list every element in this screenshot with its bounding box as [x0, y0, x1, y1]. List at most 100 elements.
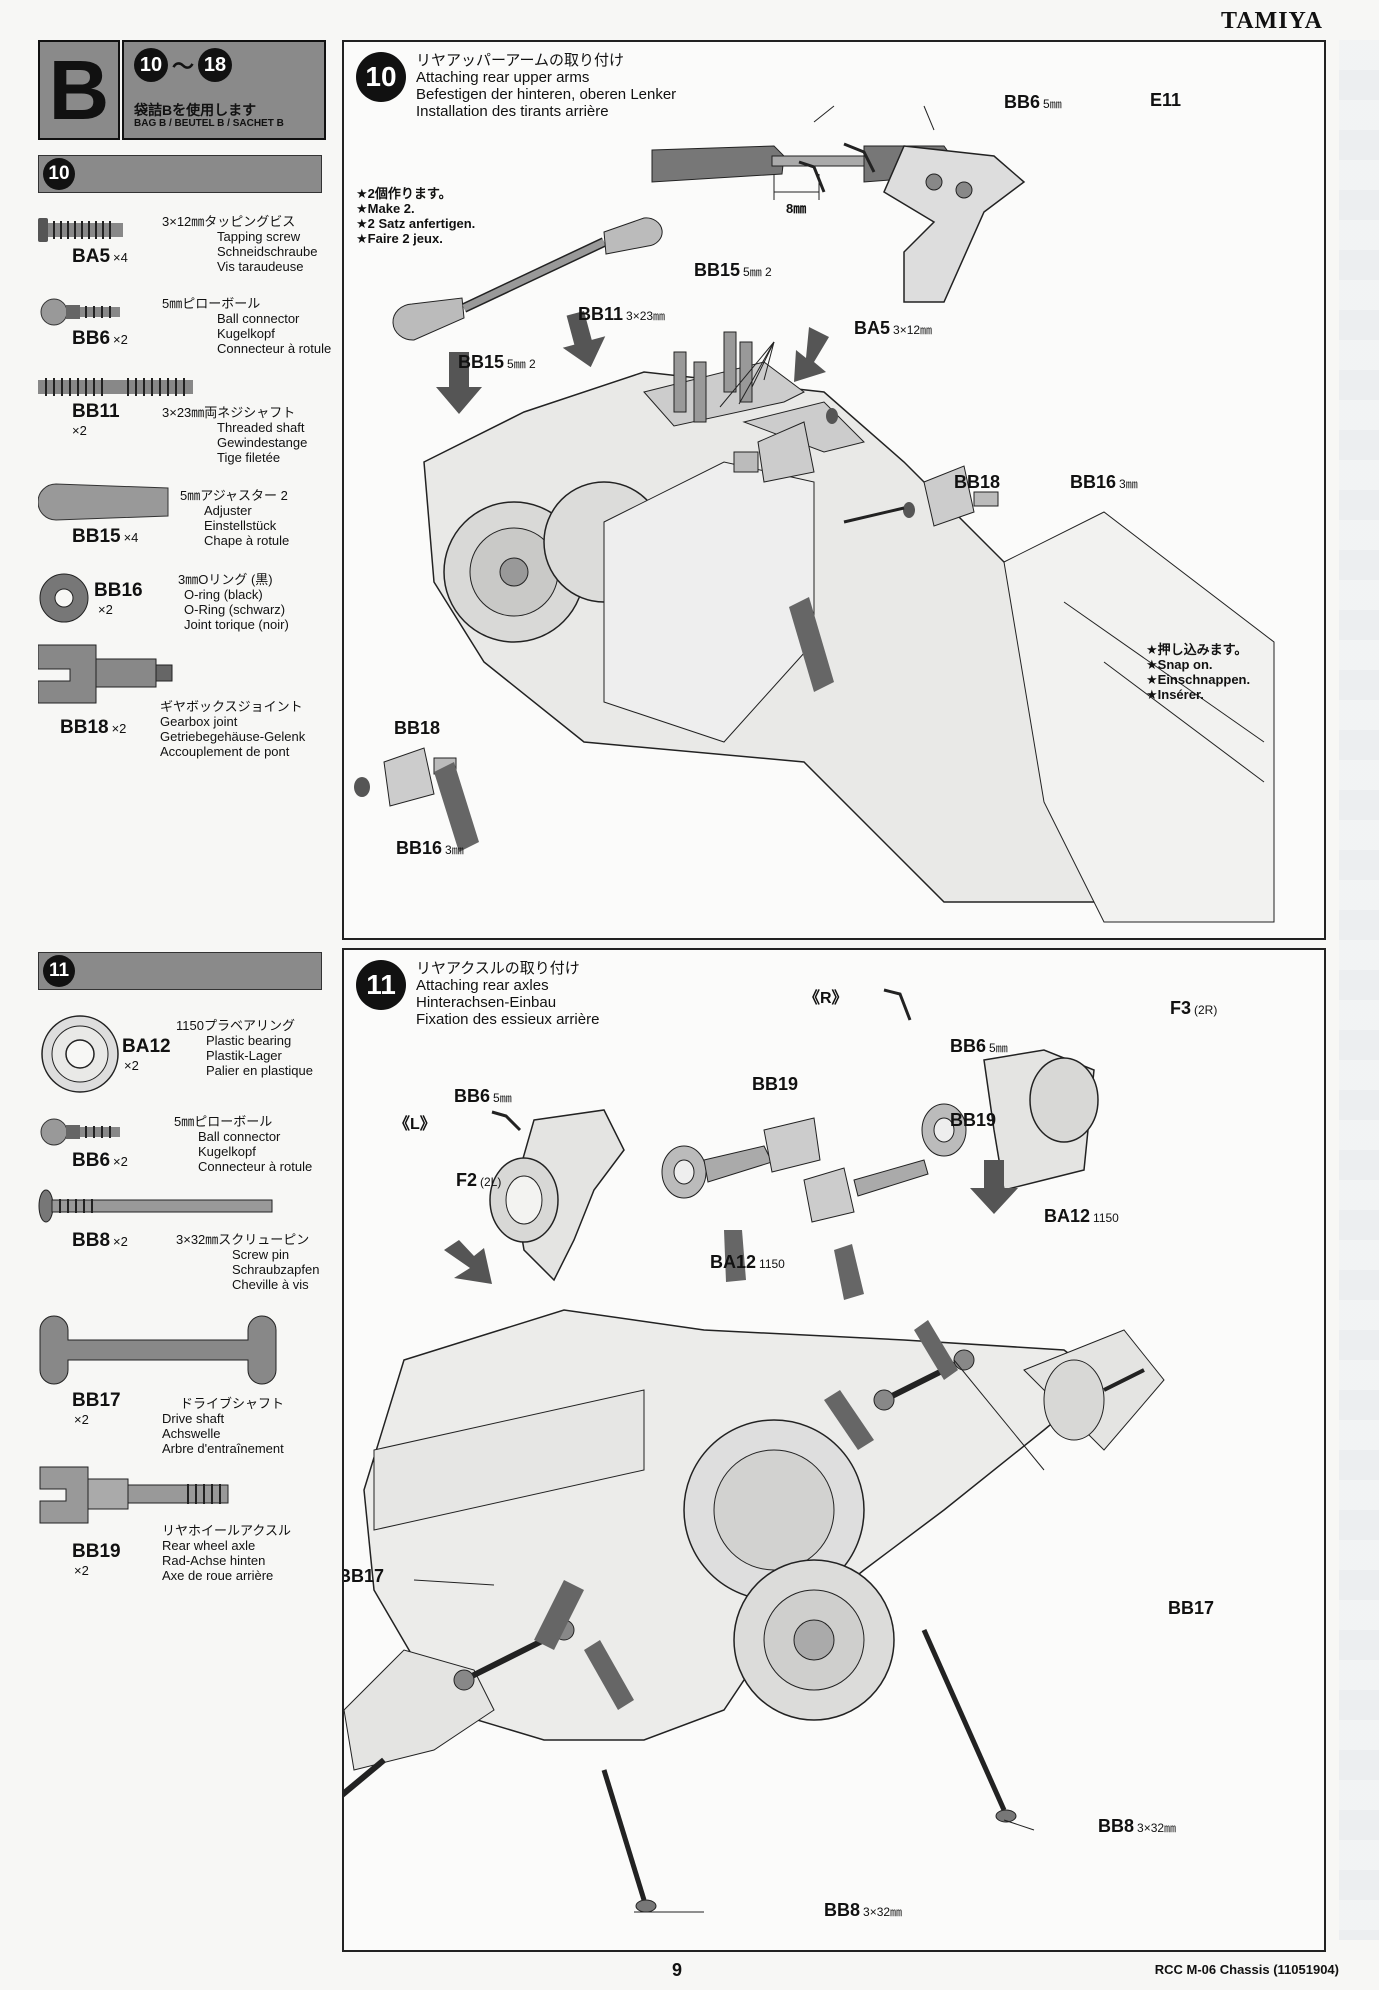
desc-jp: 3×12㎜タッピングビス [162, 214, 296, 229]
step-10-illustration [354, 105, 1275, 923]
label-bb18-right: BB18 [954, 472, 1001, 492]
drive-shaft-icon [39, 1315, 277, 1385]
gearbox-joint-icon [38, 644, 173, 704]
step-range: 10 〜 18 [134, 48, 233, 82]
part-bb6: BB6×2 5㎜ピローボール Ball connector Kugelkopf … [38, 290, 338, 360]
label-bb17-left: BB17 [342, 1566, 385, 1586]
part-code-bb6: BB6 [72, 1150, 111, 1171]
part-description-bb6: 5㎜ピローボール Ball connector Kugelkopf Connec… [174, 1114, 313, 1174]
label-f3: F3(2R) [1170, 998, 1218, 1018]
part-code-bb6: BB6 [72, 328, 111, 349]
leader-lines [413, 1359, 1045, 1913]
part-bb18: BB18×2 ギヤボックスジョイント Gearbox joint Getrieb… [38, 643, 338, 763]
part-bb6-step11: BB6×2 5㎜ピローボール Ball connector Kugelkopf … [38, 1110, 338, 1180]
desc-en: Tapping screw [217, 229, 301, 244]
step-11-number-badge: 11 [356, 960, 406, 1010]
part-qty-ba12: ×2 [124, 1058, 139, 1073]
step-10-title: 10 リヤアッパーアームの取り付け Attaching rear upper a… [356, 52, 676, 120]
gearbox-joint-right [733, 408, 999, 527]
title-en: Attaching rear upper arms [416, 69, 590, 86]
label-right-side: 《R》 [804, 990, 848, 1007]
assembly-arrows [444, 1160, 1018, 1710]
step-range-from: 10 [134, 48, 168, 82]
bleed-through-margin [1339, 40, 1379, 1940]
step-range-tilde: 〜 [172, 54, 195, 79]
ball-connector-icon [40, 298, 120, 326]
step-10-panel: 10 リヤアッパーアームの取り付け Attaching rear upper a… [342, 40, 1326, 940]
title-fr: Installation des tirants arrière [416, 103, 609, 120]
title-en: Attaching rear axles [416, 977, 549, 994]
part-description-bb19: リヤホイールアクスル Rear wheel axle Rad-Achse hin… [162, 1523, 291, 1583]
step-11-panel: 11 リヤアクスルの取り付け Attaching rear axles Hint… [342, 948, 1326, 1952]
part-bb8: BB8×2 3×32㎜スクリューピン Screw pin Schraubzapf… [38, 1186, 338, 1292]
bag-info-box: 10 〜 18 袋詰Bを使用します BAG B / BEUTEL B / SAC… [122, 40, 326, 140]
part-qty-bb6: ×2 [113, 332, 128, 347]
step-10-bar: 10 [38, 155, 322, 193]
part-description-bb6: 5㎜ピローボール Ball connector Kugelkopf Connec… [162, 296, 332, 356]
title-jp: リヤアッパーアームの取り付け [416, 52, 625, 69]
label-bb17-right: BB17 [1168, 1598, 1215, 1618]
part-code-bb16: BB16 [94, 580, 143, 601]
adjuster-icon [38, 483, 169, 521]
part-code-bb15: BB15 [72, 526, 121, 547]
leader-lines [719, 105, 935, 408]
part-bb19: BB19 ×2 リヤホイールアクスル Rear wheel axle Rad-A… [38, 1465, 338, 1585]
label-e11: E11 [1150, 90, 1182, 110]
part-description-bb18: ギヤボックスジョイント Gearbox joint Getriebegehäus… [160, 699, 306, 759]
step-range-to: 18 [198, 48, 233, 82]
part-description-ba12: 1150プラベアリング Plastic bearing Plastik-Lage… [176, 1018, 313, 1078]
rear-wheel-axle-icon [39, 1466, 229, 1524]
right-hub-f3 [803, 988, 1099, 1223]
part-description-bb16: 3㎜Oリング (黒) O-ring (black) O-Ring (schwar… [178, 572, 289, 632]
step-11-badge: 11 [43, 955, 75, 987]
part-ba12: BA12 ×2 1150プラベアリング Plastic bearing Plas… [38, 1012, 338, 1102]
label-left-side: 《L》 [394, 1116, 436, 1133]
desc-de: Schneidschraube [217, 244, 318, 259]
title-de: Hinterachsen-Einbau [416, 994, 557, 1011]
part-ba5: BA5×4 3×12㎜タッピングビス Tapping screw Schneid… [38, 210, 338, 280]
part-description-bb17: ドライブシャフト Drive shaft Achswelle Arbre d'e… [162, 1396, 285, 1456]
part-bb11: BB11 ×2 3×23㎜両ネジシャフト Threaded shaft Gewi… [38, 375, 338, 465]
threaded-shaft-icon [38, 378, 193, 396]
part-code-bb18: BB18 [60, 717, 109, 738]
bag-instruction-jp: 袋詰Bを使用します [134, 102, 257, 118]
document-id: RCC M-06 Chassis (11051904) [1154, 1962, 1339, 1977]
label-bb19-left: BB19 [752, 1074, 799, 1094]
dimension-8mm: 8㎜ [786, 201, 807, 216]
step-11-title: 11 リヤアクスルの取り付け Attaching rear axles Hint… [356, 960, 599, 1028]
make-two-note: ★2個作ります。★Make 2. ★2 Satz anfertigen.★Fai… [356, 186, 476, 246]
part-description-bb11: 3×23㎜両ネジシャフト Threaded shaft Gewindestang… [162, 405, 308, 465]
e11-part [798, 142, 1026, 303]
part-description-ba5: 3×12㎜タッピングビス Tapping screw Schneidschrau… [162, 214, 317, 274]
part-qty-bb18: ×2 [111, 721, 127, 736]
bag-letter-box: B [38, 40, 120, 140]
part-bb16: BB16 ×2 3㎜Oリング (黒) O-ring (black) O-Ring… [38, 570, 338, 632]
bag-letter: B [48, 43, 110, 137]
page-number: 9 [672, 1960, 683, 1980]
plastic-bearing-icon [41, 1015, 119, 1093]
part-code-bb17: BB17 [72, 1390, 121, 1411]
part-code-ba12: BA12 [122, 1036, 171, 1057]
part-code-bb11: BB11 [72, 401, 120, 422]
desc-fr: Vis taraudeuse [217, 259, 304, 274]
screw-pin-icon [38, 1189, 273, 1223]
bb8-screw-pins [601, 1628, 1017, 1913]
step-11-illustration [344, 988, 1165, 1913]
ball-connector-icon [40, 1118, 120, 1146]
part-qty-bb8: ×2 [113, 1234, 128, 1249]
part-qty-bb16: ×2 [98, 602, 113, 617]
title-fr: Fixation des essieux arrière [416, 1011, 600, 1028]
label-f2: F2(2L) [456, 1170, 502, 1190]
part-qty-bb19: ×2 [74, 1563, 89, 1578]
assembly-arrows [434, 310, 834, 852]
part-code: BA5×4 [72, 246, 128, 268]
part-code-bb8: BB8 [72, 1230, 111, 1251]
